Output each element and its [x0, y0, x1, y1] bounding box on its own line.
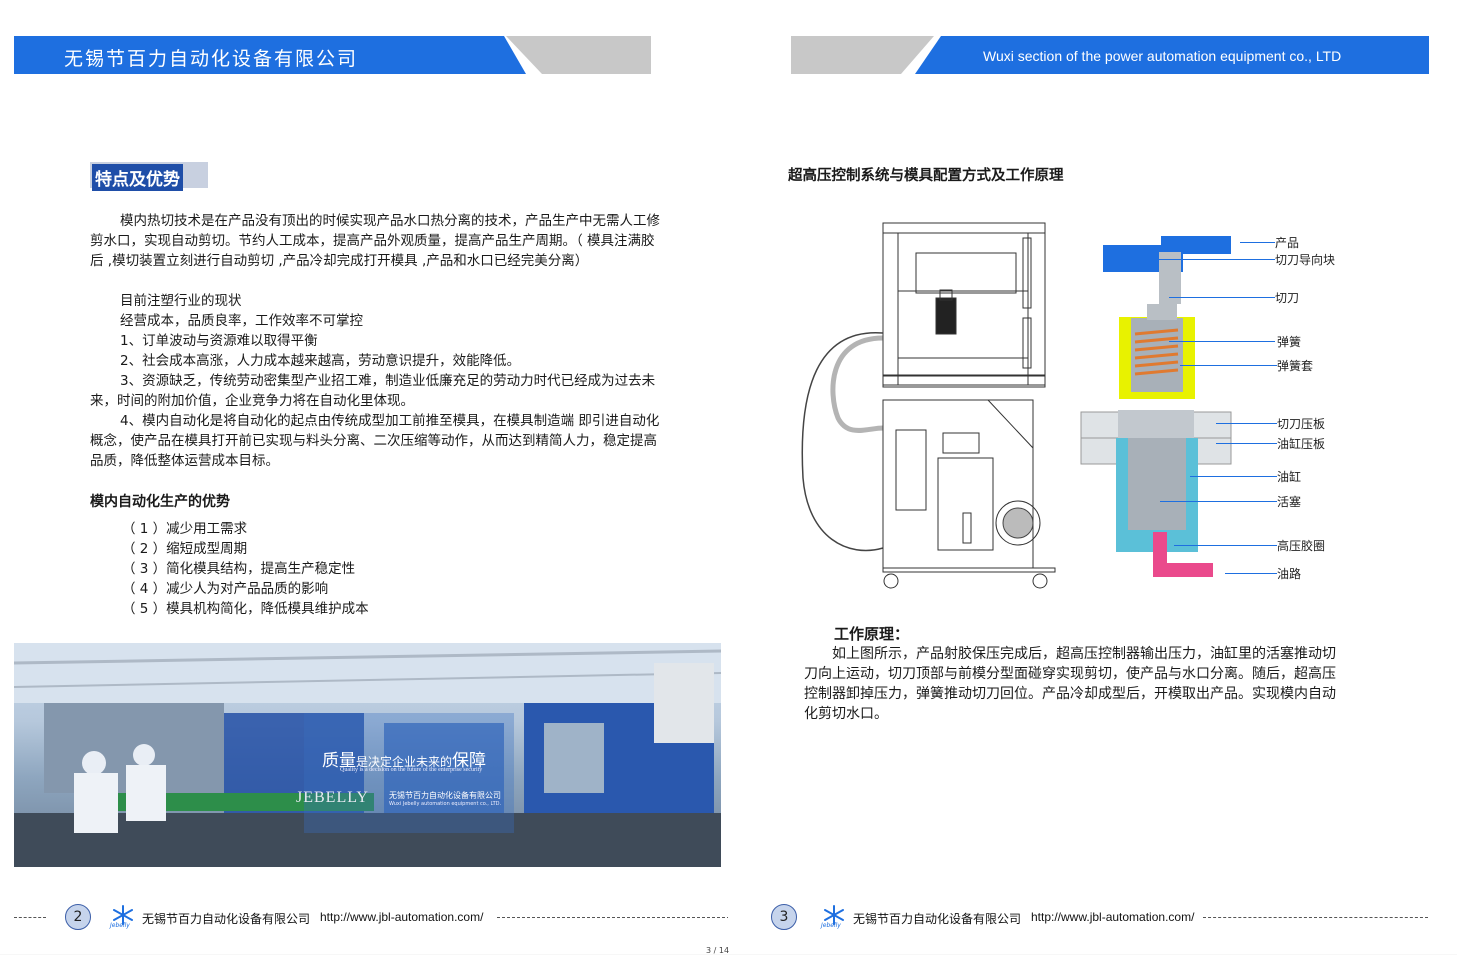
section-title-tag: 特点及优势 [90, 162, 208, 191]
label-cylinder-plate: 油缸压板 [1277, 437, 1326, 451]
logo-text: Jebelly [110, 922, 130, 929]
jebelly-logo-icon [113, 905, 133, 925]
advantage-item: （ 3 ）简化模具结构，提高生产稳定性 [122, 561, 356, 577]
label-spring-sleeve: 弹簧套 [1277, 359, 1314, 373]
photo-company-en: Wuxi Jebelly automation equipment co., L… [389, 801, 502, 807]
photo-slogan-c: 保障 [452, 751, 487, 771]
factory-photo: 质量是决定企业未来的保障 Quality is a decision on th… [14, 643, 721, 867]
label-cutter-plate: 切刀压板 [1277, 417, 1326, 431]
photo-company-cn: 无锡节百力自动化设备有限公司 [389, 791, 501, 800]
footer-dash-right [1203, 917, 1428, 918]
advantages-list: （ 1 ）减少用工需求 （ 2 ）缩短成型周期 （ 3 ）简化模具结构，提高生产… [122, 519, 369, 619]
header-company-en: Wuxi section of the power automation equ… [983, 48, 1342, 64]
photo-slogan-b: 是决定企业未来的 [356, 755, 453, 769]
pager: 3 / 14 [706, 946, 730, 955]
photo-slogan-en: Quality is a decision on the future of t… [340, 767, 483, 773]
footer-company: 无锡节百力自动化设备有限公司 [142, 912, 311, 926]
jebelly-logo-icon [824, 905, 844, 925]
cutter-cross-section-diagram [1080, 236, 1232, 577]
mold-machine-diagram [801, 222, 1056, 589]
issue-item: 4、模内自动化是将自动化的起点由传统成型加工前推至模具，在模具制造端 即引进自动… [90, 413, 660, 469]
footer-url[interactable]: http://www.jbl-automation.com/ [1031, 910, 1195, 924]
advantage-item: （ 1 ）减少用工需求 [122, 521, 248, 537]
label-piston: 活塞 [1277, 495, 1302, 509]
footer-url[interactable]: http://www.jbl-automation.com/ [320, 910, 484, 924]
label-oil-path: 油路 [1277, 567, 1302, 581]
lead-line [1216, 423, 1277, 424]
lead-line [1169, 341, 1275, 342]
principle-text: 如上图所示，产品射胶保压完成后，超高压控制器输出压力，油缸里的活塞推动切刀向上运… [804, 646, 1336, 722]
advantage-item: （ 2 ）缩短成型周期 [122, 541, 248, 557]
lead-line [1174, 545, 1277, 546]
principle-title: 工作原理： [834, 625, 910, 643]
issue-item: 1、订单波动与资源难以取得平衡 [120, 333, 318, 349]
left-header-bar [14, 36, 651, 74]
photo-slogan-a: 质量 [322, 751, 356, 771]
label-spring: 弹簧 [1277, 335, 1302, 349]
header-company-cn: 无锡节百力自动化设备有限公司 [64, 48, 359, 70]
right-header-bar [791, 36, 1429, 74]
footer-dash-left [14, 917, 46, 918]
lead-line [1133, 259, 1275, 260]
lead-line [1169, 297, 1275, 298]
lead-line [1216, 443, 1277, 444]
footer-company: 无锡节百力自动化设备有限公司 [853, 912, 1022, 926]
lead-line [1190, 476, 1277, 477]
status-title: 目前注塑行业的现状 [120, 293, 242, 309]
label-seal-ring: 高压胶圈 [1277, 539, 1326, 553]
intro-paragraph: 模内热切技术是在产品没有顶出的时候实现产品水口热分离的技术，产品生产中无需人工修… [90, 213, 660, 269]
footer-dash-right [497, 917, 755, 918]
label-product: 产品 [1275, 236, 1300, 250]
photo-slogan: 质量是决定企业未来的保障 [322, 746, 486, 771]
section-title: 特点及优势 [92, 164, 183, 191]
label-cutter-guide: 切刀导向块 [1275, 253, 1336, 267]
issue-item: 3、资源缺乏，传统劳动密集型产业招工难，制造业低廉充足的劳动力时代已经成为过去未… [90, 373, 656, 409]
page-number: 2 [65, 904, 91, 930]
status-line: 经营成本，品质良率，工作效率不可掌控 [120, 313, 363, 329]
logo-text: Jebelly [821, 922, 841, 929]
lead-line [1240, 242, 1275, 243]
page-number: 3 [771, 904, 797, 930]
label-cutter: 切刀 [1275, 291, 1300, 305]
left-page: 无锡节百力自动化设备有限公司 特点及优势 模内热切技术是在产品没有顶出的时候实现… [0, 0, 755, 954]
right-page: Wuxi section of the power automation equ… [728, 0, 1457, 954]
advantages-title: 模内自动化生产的优势 [90, 494, 230, 510]
advantage-item: （ 4 ）减少人为对产品品质的影响 [122, 581, 329, 597]
issues-list: 1、订单波动与资源难以取得平衡 2、社会成本高涨，人力成本越来越高，劳动意识提升… [90, 331, 660, 471]
issue-item: 2、社会成本高涨，人力成本越来越高，劳动意识提升，效能降低。 [120, 353, 521, 369]
photo-brand: JEBELLY [296, 789, 369, 806]
factory-scene [14, 643, 721, 867]
lead-line [1180, 365, 1277, 366]
label-cylinder: 油缸 [1277, 470, 1302, 484]
advantage-item: （ 5 ）模具机构简化，降低模具维护成本 [122, 601, 369, 617]
section-title: 超高压控制系统与模具配置方式及工作原理 [788, 168, 1064, 184]
lead-line [1160, 501, 1277, 502]
lead-line [1225, 573, 1277, 574]
